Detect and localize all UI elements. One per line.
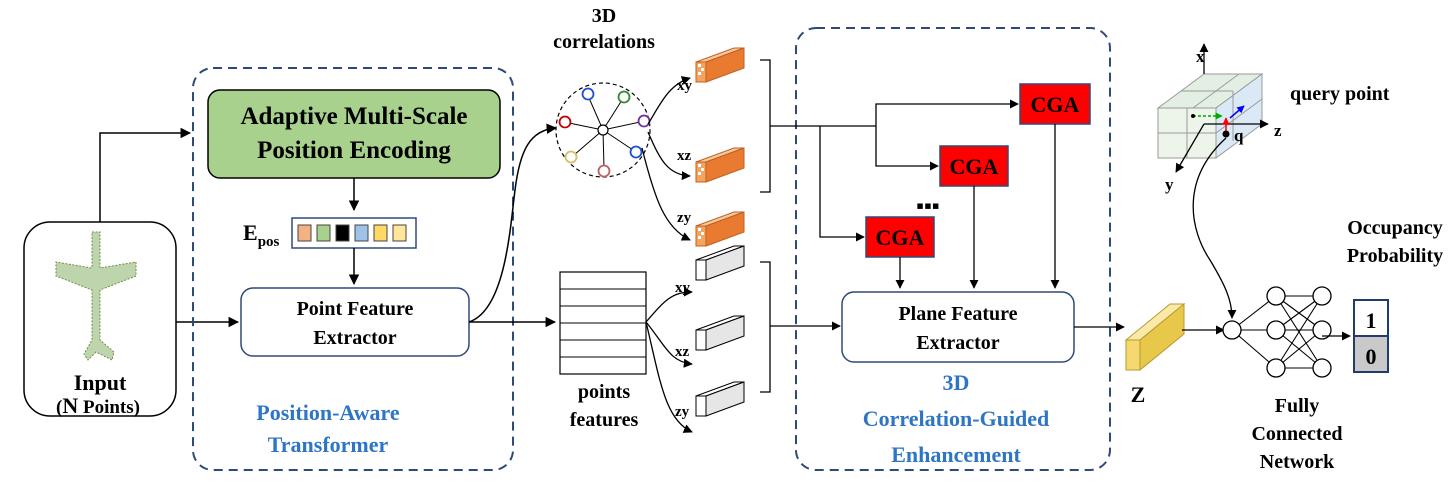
correlation-node — [564, 150, 578, 164]
ampe-label-line2: Position Encoding — [257, 137, 451, 164]
feat-plane-label-xz: xz — [675, 344, 690, 360]
ampe-label-line1: Adaptive Multi-Scale — [240, 103, 467, 130]
correlation-node — [558, 115, 572, 129]
epos-label: Epos — [243, 220, 280, 250]
occupancy-label-line2: Probability — [1347, 245, 1443, 267]
feature-bracket — [760, 261, 771, 393]
corr-xz-arrow — [647, 131, 691, 181]
enhancement-title-line3: Enhancement — [891, 442, 1021, 467]
cga-module-3 — [865, 216, 935, 258]
correlation-center-node — [597, 124, 609, 136]
correlation-node — [637, 114, 651, 128]
correlation-node — [629, 145, 643, 159]
query-point-cube — [1156, 73, 1264, 159]
epos-cell — [335, 224, 350, 242]
points-features-label-line1: points — [578, 381, 630, 403]
feature-xz-block — [695, 315, 745, 351]
cga-label-3: CGA — [876, 225, 925, 250]
occupancy-value-zero: 0 — [1366, 344, 1377, 369]
enhancement-section — [795, 27, 1111, 471]
corr-plane-label-zy: zy — [677, 210, 692, 226]
occupancy-zero-cell — [1353, 335, 1389, 373]
input-title: Input — [74, 370, 127, 395]
corr-plane-label-xz: xz — [677, 148, 692, 164]
blue-direction-icon — [1229, 105, 1245, 119]
correlation-graph-edges — [568, 97, 641, 169]
cga-label-1: CGA — [1031, 92, 1080, 117]
epos-cell — [392, 224, 407, 242]
correlation-node — [617, 90, 631, 104]
cga-module-2 — [939, 145, 1009, 187]
query-to-network-arrow — [1192, 137, 1237, 319]
network-label-line1: Fully — [1275, 395, 1319, 417]
position-aware-transformer-section — [192, 67, 514, 471]
corr-xy-arrow — [647, 76, 691, 125]
occupancy-one-cell — [1353, 299, 1389, 337]
feat-zy-arrow — [645, 321, 693, 433]
correlation-node — [581, 87, 595, 101]
z-feature-block — [1124, 302, 1186, 372]
q-label: q — [1234, 126, 1244, 145]
corr-to-cga1-arrow — [875, 99, 1019, 126]
points-features-label-line2: features — [570, 409, 639, 431]
correlation-node — [597, 164, 611, 178]
z-label: Z — [1131, 382, 1146, 407]
enhancement-title-line2: Correlation-Guided — [863, 406, 1050, 431]
pfe-label-line2: Extractor — [313, 327, 396, 349]
input-subtitle: (N Points) — [56, 393, 140, 418]
query-point-dot — [1222, 130, 1230, 138]
pat-title-line2: Transformer — [268, 432, 389, 457]
axis-z-label: z — [1274, 121, 1282, 140]
correlation-bracket — [760, 59, 771, 193]
correlations-title-line1: 3D — [592, 5, 616, 27]
occupancy-label-line1: Occupancy — [1347, 217, 1443, 239]
feat-plane-label-zy: zy — [675, 404, 690, 420]
corr-zy-arrow — [641, 147, 691, 241]
query-point-label: query point — [1290, 83, 1390, 105]
input-to-ampe-arrow — [99, 127, 192, 222]
corr-to-cga3-arrow — [819, 126, 865, 242]
airplane-point-cloud-icon — [55, 231, 137, 361]
network-label-line3: Network — [1260, 451, 1335, 473]
points-features-table — [559, 271, 647, 375]
axis-y-label: y — [1165, 175, 1174, 194]
occupancy-value-one: 1 — [1366, 308, 1377, 333]
plane-pfe-label-line1: Plane Feature — [898, 303, 1017, 325]
cga-module-1 — [1019, 83, 1091, 125]
correlation-zy-block — [695, 211, 745, 247]
feature-xy-block — [695, 245, 745, 281]
plane-pfe-label-line2: Extractor — [916, 332, 999, 354]
feat-xy-arrow — [645, 287, 693, 323]
axis-y-arrow — [1175, 123, 1205, 173]
feat-plane-label-xy: xy — [675, 280, 691, 296]
fully-connected-network-nodes — [1222, 286, 1332, 378]
feat-xz-arrow — [645, 321, 693, 368]
pfe-to-correlations-arrow — [468, 123, 558, 323]
epos-cell — [354, 224, 369, 242]
pfe-label-line1: Point Feature — [297, 298, 414, 320]
pat-title-line1: Position-Aware — [256, 400, 400, 425]
cga-label-2: CGA — [950, 154, 999, 179]
query-neighbor-dot — [1191, 114, 1195, 118]
correlation-xy-block — [695, 47, 745, 83]
epos-cell — [297, 224, 312, 242]
axis-x-label: x — [1196, 47, 1205, 66]
corr-plane-label-xy: xy — [677, 78, 693, 94]
epos-cell — [316, 224, 331, 242]
cga-ellipsis: ▪▪▪ — [916, 193, 939, 218]
epos-cell — [373, 224, 388, 242]
feature-zy-block — [695, 381, 745, 417]
epos-cells — [297, 224, 407, 242]
correlations-title-line2: correlations — [553, 31, 655, 53]
enhancement-title-line1: 3D — [943, 370, 970, 395]
network-label-line2: Connected — [1251, 423, 1342, 445]
correlation-xz-block — [695, 147, 745, 183]
corr-to-cga2-arrow — [875, 126, 939, 171]
